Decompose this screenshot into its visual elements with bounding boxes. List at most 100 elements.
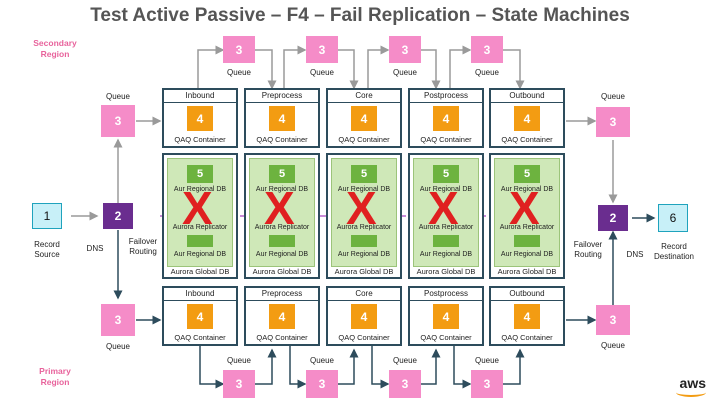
queue-label: Queue xyxy=(600,92,626,101)
stage-primary-core: Core 4 QAQ Container xyxy=(326,286,402,346)
qaq-container-box: 4 xyxy=(351,106,377,131)
queue-secondary-2: 3 xyxy=(306,36,338,63)
queue-primary-4: 3 xyxy=(471,370,503,398)
stage-title: Outbound xyxy=(491,288,563,301)
stage-title: Outbound xyxy=(491,90,563,103)
queue-primary-right: 3 xyxy=(596,305,630,335)
queue-label: Queue xyxy=(474,68,500,77)
qaq-container-box: 4 xyxy=(187,304,213,329)
qaq-container-label: QAQ Container xyxy=(174,333,226,342)
dns-right-node: 2 xyxy=(598,205,628,231)
regional-db-box xyxy=(514,235,540,247)
queue-primary-left: 3 xyxy=(101,304,135,336)
stage-primary-inbound: Inbound 4 QAQ Container xyxy=(162,286,238,346)
qaq-container-box: 4 xyxy=(351,304,377,329)
secondary-region-label: Secondary Region xyxy=(33,38,77,59)
regional-db-box xyxy=(187,235,213,247)
global-db-label: Aurora Global DB xyxy=(416,267,476,276)
global-db-label: Aurora Global DB xyxy=(497,267,557,276)
regional-db-box: 5 xyxy=(514,165,540,183)
queue-label: Queue xyxy=(392,356,418,365)
regional-db-label: Aur Regional DB xyxy=(419,251,473,258)
regional-db-box: 5 xyxy=(433,165,459,183)
queue-label: Queue xyxy=(392,68,418,77)
record-source-node: 1 xyxy=(32,203,62,229)
aurora-global-db-core: 5 Aur Regional DB Aurora Replicator Aur … xyxy=(326,153,402,279)
regional-db-label: Aur Regional DB xyxy=(255,186,309,193)
failover-routing-right-label: Failover Routing xyxy=(573,240,603,259)
queue-primary-1: 3 xyxy=(223,370,255,398)
page-title: Test Active Passive – F4 – Fail Replicat… xyxy=(90,5,630,26)
failure-mark: X xyxy=(264,182,295,234)
failover-routing-left-label: Failover Routing xyxy=(128,237,158,256)
qaq-container-label: QAQ Container xyxy=(501,333,553,342)
queue-secondary-right: 3 xyxy=(596,107,630,137)
qaq-container-label: QAQ Container xyxy=(256,135,308,144)
replicator-label: Aurora Replicator xyxy=(254,224,310,231)
regional-db-label: Aur Regional DB xyxy=(500,186,554,193)
primary-region-label: Primary Region xyxy=(39,366,71,387)
queue-primary-3: 3 xyxy=(389,370,421,398)
queue-label: Queue xyxy=(105,342,131,351)
aurora-global-db-outbound: 5 Aur Regional DB Aurora Replicator Aur … xyxy=(489,153,565,279)
global-db-label: Aurora Global DB xyxy=(252,267,312,276)
failure-mark: X xyxy=(182,182,213,234)
global-db-label: Aurora Global DB xyxy=(334,267,394,276)
regional-db-box xyxy=(433,235,459,247)
stage-primary-postprocess: Postprocess 4 QAQ Container xyxy=(408,286,484,346)
qaq-container-box: 4 xyxy=(514,304,540,329)
aurora-global-db-inbound: 5 Aur Regional DB Aurora Replicator Aur … xyxy=(162,153,238,279)
qaq-container-label: QAQ Container xyxy=(501,135,553,144)
qaq-container-label: QAQ Container xyxy=(420,135,472,144)
queue-secondary-left: 3 xyxy=(101,105,135,137)
regional-db-label: Aur Regional DB xyxy=(337,251,391,258)
stage-secondary-inbound: Inbound 4 QAQ Container xyxy=(162,88,238,148)
stage-title: Preprocess xyxy=(246,288,318,301)
qaq-container-box: 4 xyxy=(269,304,295,329)
queue-label: Queue xyxy=(226,356,252,365)
replicator-label: Aurora Replicator xyxy=(336,224,392,231)
qaq-container-label: QAQ Container xyxy=(338,135,390,144)
regional-db-box xyxy=(269,235,295,247)
stage-title: Preprocess xyxy=(246,90,318,103)
qaq-container-box: 4 xyxy=(433,304,459,329)
queue-label: Queue xyxy=(105,92,131,101)
record-destination-label: Record Destination xyxy=(653,242,695,261)
stage-title: Inbound xyxy=(164,90,236,103)
aws-smile-icon xyxy=(676,388,706,397)
regional-db-box: 5 xyxy=(351,165,377,183)
regional-db-box: 5 xyxy=(187,165,213,183)
regional-db-box xyxy=(351,235,377,247)
stage-primary-outbound: Outbound 4 QAQ Container xyxy=(489,286,565,346)
regional-db-label: Aur Regional DB xyxy=(500,251,554,258)
queue-label: Queue xyxy=(600,341,626,350)
stage-title: Postprocess xyxy=(410,90,482,103)
queue-label: Queue xyxy=(474,356,500,365)
failure-mark: X xyxy=(509,182,540,234)
replicator-label: Aurora Replicator xyxy=(172,224,228,231)
stage-secondary-core: Core 4 QAQ Container xyxy=(326,88,402,148)
stage-primary-preprocess: Preprocess 4 QAQ Container xyxy=(244,286,320,346)
stage-secondary-outbound: Outbound 4 QAQ Container xyxy=(489,88,565,148)
record-source-label: Record Source xyxy=(34,240,60,259)
global-db-label: Aurora Global DB xyxy=(170,267,230,276)
queue-secondary-4: 3 xyxy=(471,36,503,63)
stage-title: Postprocess xyxy=(410,288,482,301)
queue-label: Queue xyxy=(226,68,252,77)
regional-db-box: 5 xyxy=(269,165,295,183)
queue-primary-2: 3 xyxy=(306,370,338,398)
aurora-global-db-preprocess: 5 Aur Regional DB Aurora Replicator Aur … xyxy=(244,153,320,279)
regional-db-label: Aur Regional DB xyxy=(255,251,309,258)
failure-mark: X xyxy=(428,182,459,234)
queue-secondary-3: 3 xyxy=(389,36,421,63)
aws-logo: aws xyxy=(679,375,706,391)
stage-title: Core xyxy=(328,288,400,301)
qaq-container-box: 4 xyxy=(187,106,213,131)
qaq-container-label: QAQ Container xyxy=(174,135,226,144)
stage-secondary-preprocess: Preprocess 4 QAQ Container xyxy=(244,88,320,148)
replicator-label: Aurora Replicator xyxy=(499,224,555,231)
regional-db-label: Aur Regional DB xyxy=(419,186,473,193)
stage-title: Inbound xyxy=(164,288,236,301)
queue-label: Queue xyxy=(309,356,335,365)
failure-mark: X xyxy=(346,182,377,234)
